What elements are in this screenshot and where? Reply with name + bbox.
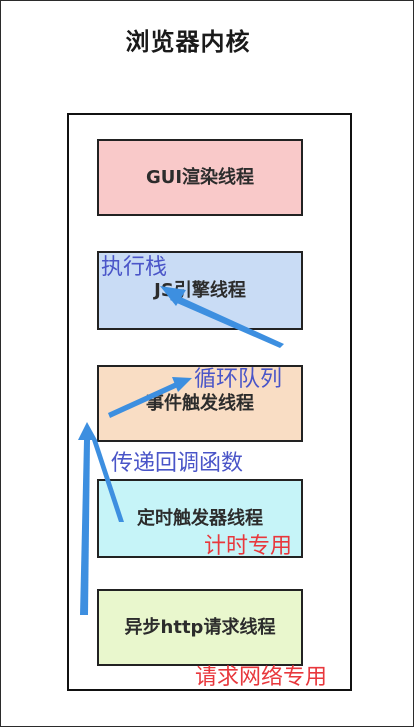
event-loop-label: 循环队列	[194, 367, 283, 392]
timer-only-label: 计时专用	[204, 534, 293, 559]
timer-trigger-thread-box: 定时触发器线程	[97, 479, 303, 558]
gui-render-thread-box: GUI渲染线程	[97, 139, 303, 216]
kernel-container	[67, 113, 352, 691]
async-http-thread-box: 异步http请求线程	[97, 589, 303, 666]
diagram-title: 浏览器内核	[125, 28, 251, 56]
callback-label: 传递回调函数	[111, 451, 244, 476]
network-only-label: 请求网络专用	[195, 665, 328, 690]
execution-stack-label: 执行栈	[101, 255, 168, 280]
